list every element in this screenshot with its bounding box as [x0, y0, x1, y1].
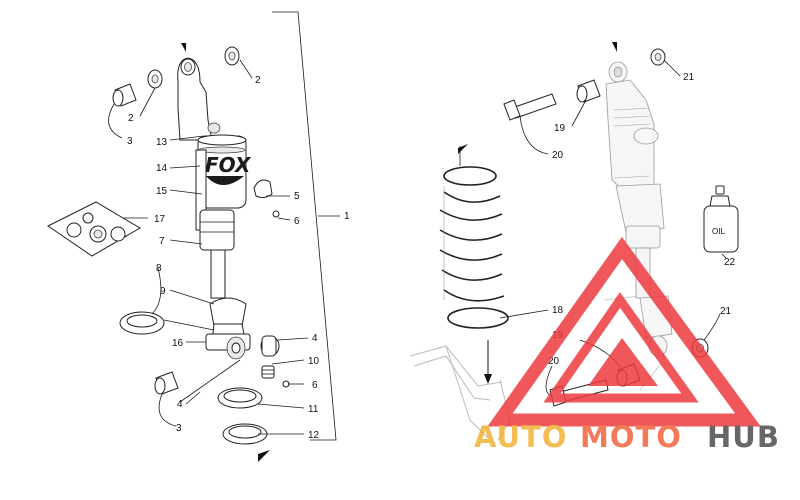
- callout-4-left: 4: [177, 399, 183, 410]
- seal-kit-17: [47, 201, 141, 257]
- callout-21-bottom: 21: [720, 306, 732, 317]
- callout-2-top: 2: [255, 75, 261, 86]
- callout-6-lower: 6: [312, 380, 318, 391]
- callout-7: 7: [159, 236, 165, 247]
- screw-6-upper: [272, 210, 280, 218]
- callout-16: 16: [172, 338, 184, 349]
- callout-14: 14: [156, 163, 168, 174]
- callout-11: 11: [308, 404, 319, 415]
- callout-21-top: 21: [683, 72, 695, 83]
- top-arrow-right: [612, 42, 617, 52]
- valve-knob-5: [253, 179, 273, 199]
- top-arrow-left: [181, 43, 186, 52]
- oil-label: OIL: [712, 227, 725, 236]
- callout-18: 18: [552, 305, 564, 316]
- callout-13: 13: [156, 137, 168, 148]
- watermark-moto: MOTO: [580, 420, 682, 454]
- callout-20-bottom: 20: [548, 356, 560, 367]
- spring-arrow-top: [458, 144, 468, 154]
- left-shock-assembly: FOX: [47, 11, 350, 462]
- callout-2-left: 2: [128, 113, 134, 124]
- fox-brand-text: FOX: [205, 153, 252, 177]
- bottom-arrow-left: [258, 450, 270, 462]
- sleeve-19-top: [576, 79, 601, 103]
- callout-12: 12: [308, 430, 320, 441]
- bushing-21-top: [650, 48, 666, 66]
- callout-1: 1: [344, 211, 350, 222]
- shock-reservoir: FOX: [197, 134, 252, 209]
- oil-bottle-22: OIL: [703, 185, 739, 253]
- leader-lines-left: [108, 59, 309, 435]
- bushing-4-left: [154, 371, 179, 395]
- callout-4-right: 4: [312, 333, 318, 344]
- installed-shock-body: [605, 61, 673, 357]
- right-shock-assembly: OIL 21 19 20 18 19 20 21 22: [409, 42, 739, 441]
- callout-17: 17: [154, 214, 166, 225]
- callout-6-upper: 6: [294, 216, 300, 227]
- bushing-2-left: [147, 69, 163, 89]
- callout-9: 9: [160, 286, 166, 297]
- callout-3-top: 3: [127, 136, 133, 147]
- bump-stop-ring-8: [119, 311, 165, 335]
- spring-ring-12: [222, 423, 268, 445]
- watermark-auto: AUTO: [474, 420, 568, 454]
- bushing-4-right: [260, 335, 280, 357]
- callout-15: 15: [156, 186, 168, 197]
- callout-5: 5: [294, 191, 300, 202]
- callout-22: 22: [724, 257, 736, 268]
- shock-lower-body: [195, 149, 251, 360]
- shock-upper-body: [177, 57, 221, 141]
- callout-10: 10: [308, 356, 320, 367]
- coil-spring-18: [439, 166, 509, 329]
- watermark-hub: HUB: [707, 420, 780, 454]
- top-bushing-2: [224, 46, 240, 66]
- spacer-sleeve-3-top: [112, 83, 137, 107]
- bolt-20-top: [503, 93, 557, 121]
- automotohub-watermark: AUTO MOTO HUB: [474, 236, 780, 454]
- callout-8: 8: [156, 263, 162, 274]
- callout-19-top: 19: [554, 123, 566, 134]
- assembly-bracket: [272, 11, 337, 441]
- adjuster-nut-10: [261, 365, 275, 379]
- spring-ring-11: [217, 387, 263, 409]
- watermark-triangle-logo: [487, 236, 761, 427]
- callout-3-bottom: 3: [176, 423, 182, 434]
- callout-20-top: 20: [552, 150, 564, 161]
